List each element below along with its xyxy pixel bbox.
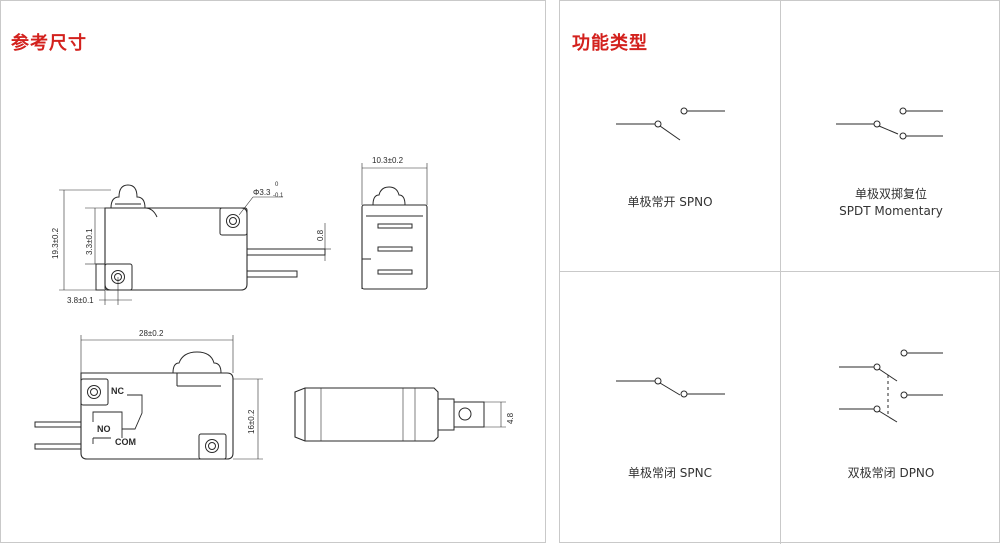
terminal-label-no: NO bbox=[97, 424, 111, 434]
dim-offset-3-8: 3.8±0.1 bbox=[67, 296, 94, 305]
function-types-title: 功能类型 bbox=[572, 33, 648, 54]
grid-divider-vertical bbox=[780, 1, 781, 544]
side-view bbox=[59, 184, 331, 305]
function-label-spdt-line2: SPDT Momentary bbox=[839, 204, 943, 218]
reference-dimensions-panel: 参考尺寸 bbox=[0, 0, 546, 543]
spdt-symbol bbox=[836, 107, 943, 140]
dim-width-10-3: 10.3±0.2 bbox=[372, 156, 404, 165]
function-cell-spno: 单极常开 SPNO bbox=[560, 1, 780, 271]
function-cell-dpno: 双极常闭 DPNO bbox=[781, 272, 1000, 544]
dim-height-16: 16±0.2 bbox=[247, 409, 256, 434]
function-label-spno: 单极常开 SPNO bbox=[627, 195, 713, 209]
dim-hole-tol-lower: -0.1 bbox=[273, 193, 284, 199]
top-view bbox=[294, 387, 506, 442]
dim-offset-3-3: 3.3±0.1 bbox=[85, 228, 94, 255]
dim-terminal-0-8: 0.8 bbox=[316, 229, 325, 241]
spnc-symbol bbox=[616, 377, 725, 398]
dim-hole-dia: Φ3.3 bbox=[253, 188, 271, 197]
dpno-symbol bbox=[839, 349, 943, 423]
spno-symbol bbox=[616, 107, 725, 141]
front-view bbox=[34, 335, 263, 460]
function-cell-spnc: 单极常闭 SPNC bbox=[560, 272, 780, 544]
dimension-drawing: 10.3±0.2 Φ3.3 0 -0.1 19.3±0.2 3.3±0.1 0.… bbox=[34, 156, 515, 460]
dim-length-28: 28±0.2 bbox=[139, 329, 164, 338]
dim-height-19-3: 19.3±0.2 bbox=[51, 227, 60, 259]
function-label-spdt-line1: 单极双掷复位 bbox=[854, 187, 927, 201]
end-view bbox=[361, 163, 428, 290]
grid-divider-horizontal bbox=[560, 271, 1000, 272]
terminal-label-nc: NC bbox=[111, 386, 124, 396]
function-types-panel: 功能类型 单极常开 SPNO 单极双掷复位 SPDT Momentary bbox=[559, 0, 1000, 544]
function-label-spnc: 单极常闭 SPNC bbox=[627, 466, 713, 480]
function-cell-spdt: 单极双掷复位 SPDT Momentary bbox=[781, 1, 1000, 271]
reference-dimensions-title: 参考尺寸 bbox=[11, 33, 87, 54]
terminal-label-com: COM bbox=[115, 437, 136, 447]
dim-terminal-4-8: 4.8 bbox=[506, 412, 515, 424]
dim-hole-tol-upper: 0 bbox=[275, 182, 279, 188]
function-label-dpno: 双极常闭 DPNO bbox=[847, 466, 935, 480]
